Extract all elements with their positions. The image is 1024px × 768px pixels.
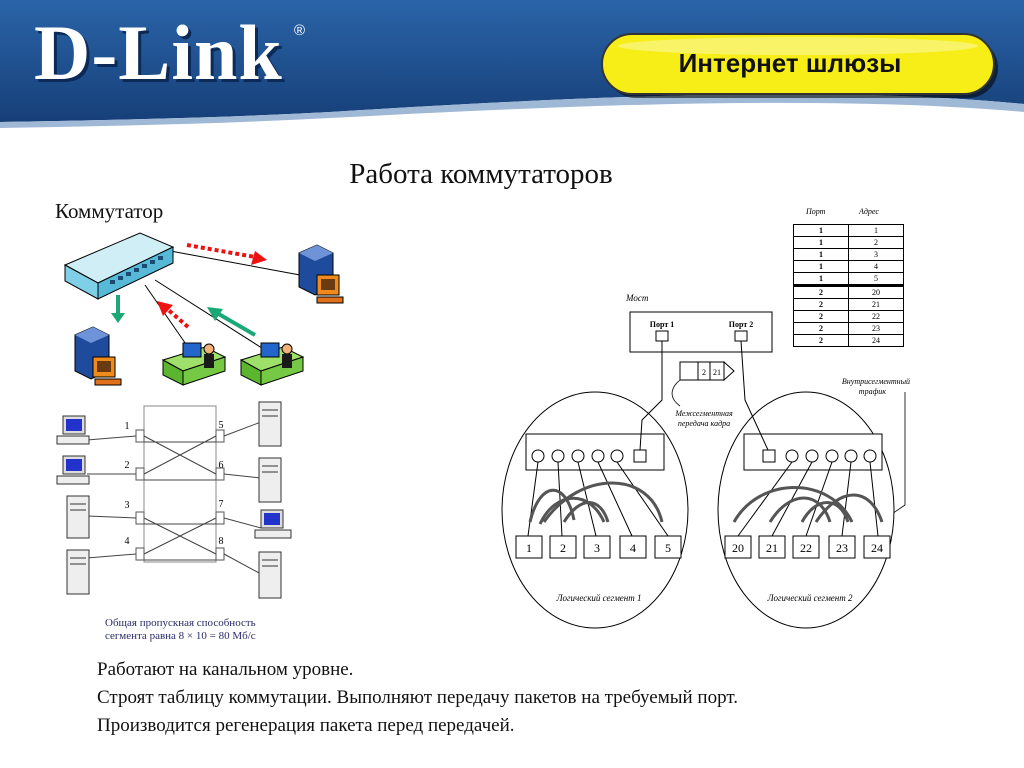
segment2-label: Логический сегмент 2 <box>766 593 853 603</box>
segment-node: 22 <box>800 541 812 555</box>
slide-title: Работа коммутаторов <box>349 158 613 190</box>
server-tower-icon <box>258 457 282 503</box>
frame-num: 21 <box>713 368 721 377</box>
caption-line: Общая пропускная способность <box>105 617 256 629</box>
workstation-icon <box>161 342 227 386</box>
segment-node: 4 <box>630 541 636 555</box>
bridge-segments-diagram: Мост Порт 1 Порт 2 2 21 Межсегментная пе… <box>501 293 910 629</box>
pc-icon <box>254 509 292 539</box>
port-number: 8 <box>219 536 224 547</box>
server-tower-icon <box>258 401 282 447</box>
server-tower-icon <box>66 549 90 595</box>
segment-node: 1 <box>526 541 532 555</box>
table-header-address: Адрес <box>859 207 879 216</box>
segment-node: 23 <box>836 541 848 555</box>
segment-node: 5 <box>665 541 671 555</box>
segment-node: 21 <box>766 541 778 555</box>
segment-node: 24 <box>871 541 883 555</box>
switch-device-icon <box>63 232 175 300</box>
server-icon <box>298 244 344 304</box>
server-icon <box>74 326 122 386</box>
bullet-item: Производится регенерация пакета перед пе… <box>97 715 515 736</box>
frame-num: 2 <box>702 368 706 377</box>
caption-line: сегмента равна 8 × 10 = 80 Мб/с <box>105 630 256 642</box>
inter-segment-label: Межсегментная <box>674 409 733 418</box>
switch-network-illustration <box>63 232 344 386</box>
bridge-port2-label: Порт 2 <box>729 320 754 329</box>
segment-node: 2 <box>560 541 566 555</box>
switch-fabric-diagram: 1 2 3 4 5 6 7 8 <box>56 401 292 599</box>
header-banner: D-Link ® Интернет шлюзы <box>0 0 1024 128</box>
header-background <box>0 0 1024 128</box>
segment-node: 20 <box>732 541 744 555</box>
bullet-list: Работают на канальном уровне. Строят таб… <box>97 656 738 740</box>
banner-title: Интернет шлюзы <box>678 48 902 78</box>
segment-node: 3 <box>594 541 600 555</box>
server-tower-icon <box>66 495 90 539</box>
dlink-logo: D-Link <box>34 9 283 96</box>
workstation-icon <box>239 342 305 386</box>
server-tower-icon <box>258 551 282 599</box>
intra-segment-label: Внутрисегментный <box>842 377 910 386</box>
segment1-label: Логический сегмент 1 <box>555 593 641 603</box>
pc-icon <box>56 455 90 485</box>
switch-label: Коммутатор <box>55 199 164 223</box>
registered-mark: ® <box>294 22 306 39</box>
bullet-item: Строят таблицу коммутации. Выполняют пер… <box>97 687 738 708</box>
port-number: 7 <box>219 499 224 510</box>
table-header-port: Порт <box>806 207 826 216</box>
bridge-label: Мост <box>625 293 649 303</box>
bridge-port1-label: Порт 1 <box>650 320 675 329</box>
inter-segment-label: передача кадра <box>678 419 730 428</box>
intra-segment-label: трафик <box>859 387 886 396</box>
port-number: 5 <box>219 420 224 431</box>
bandwidth-caption: Общая пропускная способность сегмента ра… <box>105 617 256 643</box>
pc-icon <box>56 415 90 445</box>
port-number: 3 <box>125 500 130 511</box>
frame-icon <box>679 360 735 382</box>
port-number: 2 <box>125 460 130 471</box>
port-number: 1 <box>125 421 130 432</box>
port-number: 6 <box>219 460 224 471</box>
bullet-item: Работают на канальном уровне. <box>97 659 354 680</box>
port-number: 4 <box>125 536 130 547</box>
